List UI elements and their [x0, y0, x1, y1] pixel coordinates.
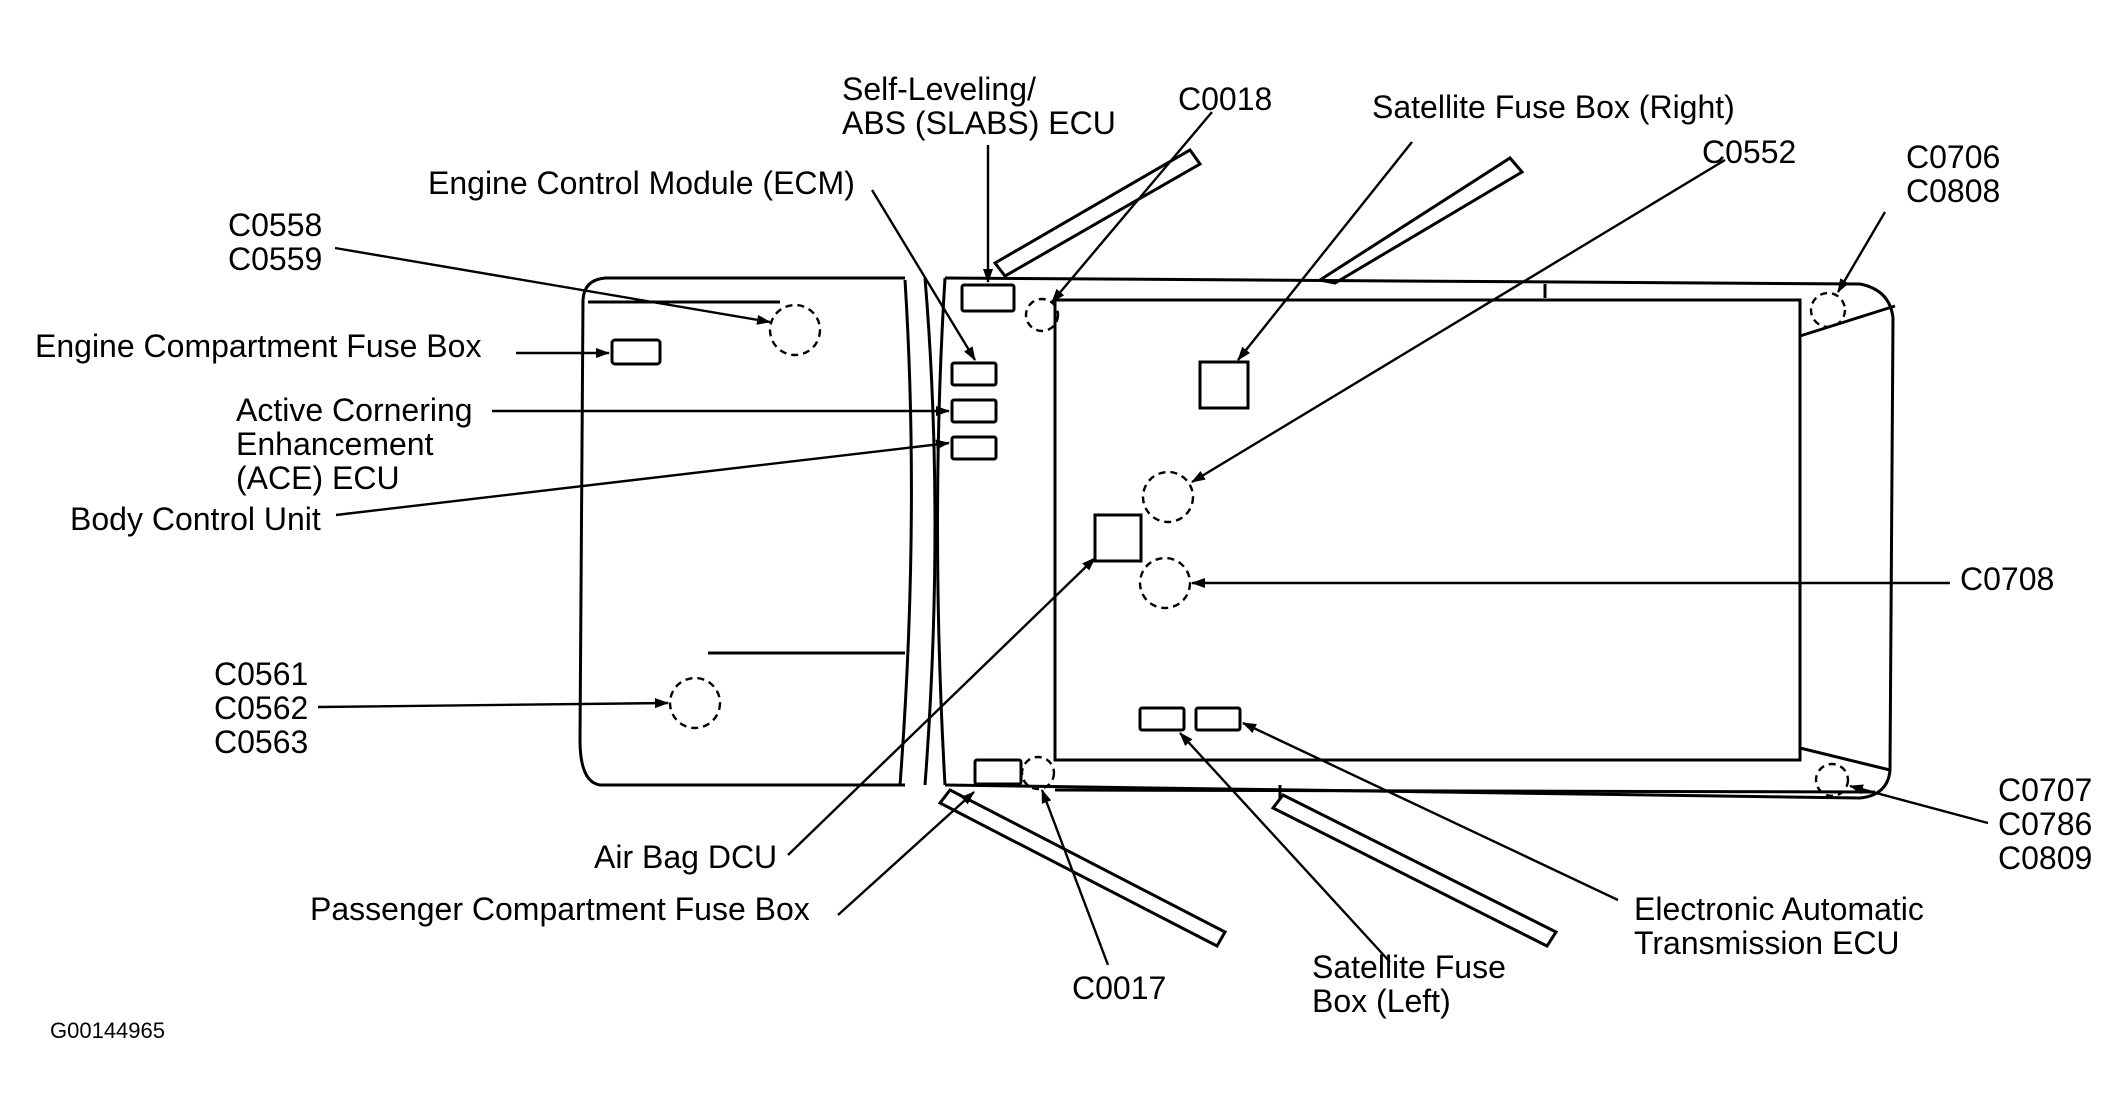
- connector-c0707-group: [1814, 762, 1850, 798]
- label-c0707: C0707: [1998, 772, 2092, 808]
- label-ace-line1: Active Cornering: [236, 392, 473, 428]
- label-c0808: C0808: [1906, 173, 2000, 209]
- ecm-box: [950, 361, 998, 387]
- label-ace-line2: Enhancement: [236, 426, 434, 462]
- label-c0706: C0706: [1906, 139, 2000, 175]
- label-self-leveling-line1: Self-Leveling/: [842, 71, 1036, 107]
- label-self-leveling-line2: ABS (SLABS) ECU: [842, 105, 1116, 141]
- connector-c0017: [1020, 755, 1056, 791]
- label-c0017: C0017: [1072, 970, 1166, 1006]
- label-eat-ecu-line2: Transmission ECU: [1634, 925, 1900, 961]
- label-satellite-fuse-box-right: Satellite Fuse Box (Right): [1372, 89, 1735, 125]
- label-c0786: C0786: [1998, 806, 2092, 842]
- label-c0552: C0552: [1702, 134, 1796, 170]
- connector-c0708: [1138, 556, 1192, 610]
- components: [610, 283, 1850, 798]
- label-eat-ecu-line1: Electronic Automatic: [1634, 891, 1924, 927]
- eat-ecu-box: [1194, 706, 1242, 732]
- vehicle-outline: [578, 148, 1896, 948]
- label-c0562: C0562: [214, 690, 308, 726]
- connector-c0706-c0808: [1809, 291, 1847, 329]
- figure-id: G00144965: [50, 1018, 165, 1043]
- label-c0809: C0809: [1998, 840, 2092, 876]
- passenger-compartment-fuse-box: [973, 758, 1023, 786]
- label-c0563: C0563: [214, 724, 308, 760]
- body-control-unit-box: [950, 435, 998, 461]
- label-ecm: Engine Control Module (ECM): [428, 165, 855, 201]
- label-c0558: C0558: [228, 207, 322, 243]
- ace-ecu-box: [950, 398, 998, 424]
- label-satellite-fuse-left-line2: Box (Left): [1312, 983, 1451, 1019]
- connector-c0561-c0563: [668, 676, 722, 730]
- leader-lines: [317, 111, 1989, 966]
- label-ace-line3: (ACE) ECU: [236, 460, 400, 496]
- self-leveling-abs-ecu-box: [960, 283, 1016, 313]
- label-satellite-fuse-left-line1: Satellite Fuse: [1312, 949, 1506, 985]
- engine-compartment-fuse-box: [610, 338, 662, 366]
- label-c0559: C0559: [228, 241, 322, 277]
- connector-c0552: [1141, 470, 1195, 524]
- connector-c0018: [1024, 297, 1060, 333]
- labels: Self-Leveling/ ABS (SLABS) ECU C0018 Sat…: [35, 71, 2092, 1043]
- label-c0708: C0708: [1960, 561, 2054, 597]
- satellite-fuse-box-right: [1198, 360, 1250, 410]
- label-c0561: C0561: [214, 656, 308, 692]
- label-passenger-compartment-fuse-box: Passenger Compartment Fuse Box: [310, 891, 810, 927]
- label-body-control-unit: Body Control Unit: [70, 501, 321, 537]
- label-engine-compartment-fuse-box: Engine Compartment Fuse Box: [35, 328, 481, 364]
- satellite-fuse-box-left: [1138, 706, 1186, 732]
- label-c0018: C0018: [1178, 81, 1272, 117]
- connector-c0558-c0559: [768, 303, 822, 357]
- label-air-bag-dcu: Air Bag DCU: [594, 839, 777, 875]
- air-bag-dcu-box: [1093, 513, 1143, 563]
